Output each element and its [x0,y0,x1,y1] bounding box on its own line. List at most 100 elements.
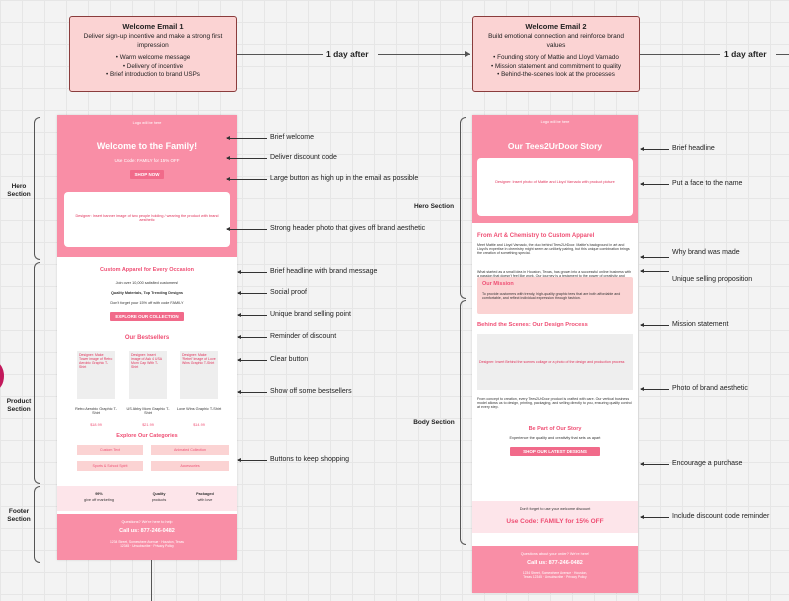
annotation-usp: Unique selling proposition [672,276,753,283]
annotation-clear-button: Clear button [270,356,309,363]
section-brace [460,300,466,545]
email-1-mockup: Logo will be here Welcome to the Family!… [57,115,237,560]
product-price: $14.99 [193,423,205,427]
annotation-leader [237,335,267,339]
footer-address: 1234 Street, Somewhere Avenue · Houston,… [110,540,184,548]
annotation-leader [237,458,267,462]
annotation-leader [640,515,669,519]
features-strip [57,486,237,511]
email-2-headline: Our Tees2UrDoor Story [507,141,603,151]
product-image[interactable]: Designer: Make 'Rebel' Image of Love Win… [180,351,218,399]
annotation-leader [640,147,669,151]
discount-reminder: Don't forget to use your welcome discoun… [519,507,591,511]
annotation-discount-reminder: Reminder of discount [270,333,337,340]
annotation-brand-photo: Photo of brand aesthetic [672,385,748,392]
feature-big: Quality [152,492,166,496]
product-image[interactable]: Designer: Make Tower image of Retro Aero… [77,351,115,399]
annotation-mission: Mission statement [672,321,729,328]
cta-text: Experience the quality and creativity th… [509,436,601,440]
social-proof-text: Join over 10,000 satisfied customers! [115,281,179,285]
annotation-brief-headline: Brief headline [672,145,715,152]
flow-connector [237,54,323,55]
logo-placeholder: Logo will be here [540,120,570,124]
footer-help-text: Questions? We're here to help [121,520,173,524]
flow-card-bullet: Behind-the-scenes look at the processes [481,71,631,80]
footer-phone[interactable]: Call us: 877-246-0482 [119,528,175,534]
discount-reminder: Don't forget your 15% off with code FAMI… [110,301,184,305]
bts-title: Behind the Scenes: Our Design Process [477,322,588,328]
feature-small: products [151,498,167,502]
flow-card-email-2: Welcome Email 2 Build emotional connecti… [472,16,640,92]
flow-connector [640,54,720,55]
annotation-encourage-purchase: Encourage a purchase [672,460,743,467]
section-brace [34,262,40,484]
sub-headline: Custom Apparel for Every Occasion [100,267,194,273]
feature-small: give off marketing [84,498,114,502]
product-name: Retro Aerobic Graphic T-Shirt [75,407,117,415]
bestsellers-title: Our Bestsellers [124,335,170,341]
category-button[interactable]: Sports & School Spirit [77,461,143,471]
annotation-leader [640,255,669,259]
annotation-leader [640,462,669,466]
flow-card-bullet: Mission statement and commitment to qual… [481,63,631,72]
shop-latest-button[interactable]: SHOP OUR LATEST DESIGNS [510,447,600,456]
flow-card-bullet: Warm welcome message [78,54,228,63]
section-brace [460,117,466,299]
annotation-leader [226,227,267,231]
category-button[interactable]: Custom Text [77,445,143,455]
product-image[interactable]: Designer: Insert image of Ask 4 USA Mom … [129,351,167,399]
category-button[interactable]: Accessories [151,461,229,471]
section-label-product: Product Section [6,398,32,413]
email-1-hero: Logo will be here Welcome to the Family!… [57,115,237,257]
annotation-header-photo: Strong header photo that gives off brand… [270,225,426,232]
flow-card-goal: Build emotional connection and reinforce… [488,33,624,49]
categories-title: Explore Our Categories [116,433,178,439]
product-price: $18.99 [90,423,102,427]
annotation-leader [640,269,669,273]
annotation-large-button: Large button as high up in the email as … [270,175,419,182]
shop-now-button[interactable]: SHOP NOW [130,170,164,179]
annotation-leader [237,270,267,274]
annotation-leader [226,177,267,181]
section-label-body: Body Section [413,419,455,426]
discount-code-line: Use Code: FAMILY for 15% OFF [114,158,180,163]
product-price: $21.99 [142,423,154,427]
discount-code-line: Use Code: FAMILY for 15% OFF [506,518,604,525]
footer-address: 1234 Street, Somewhere Avenue · Houston,… [522,571,588,579]
annotation-leader [640,323,669,327]
flow-connector [776,54,789,55]
annotation-keep-shopping: Buttons to keep shopping [270,456,350,463]
email-1-headline: Welcome to the Family! [96,141,198,151]
annotation-bestsellers: Show off some bestsellers [270,388,352,395]
annotation-brief-welcome: Brief welcome [270,134,314,141]
section-brace [34,486,40,563]
annotation-discount-code: Deliver discount code [270,154,337,161]
flow-card-email-1: Welcome Email 1 Deliver sign-up incentiv… [69,16,237,92]
bts-text: From concept to creation, every Tees2UrD… [477,397,632,409]
email-2-mockup: Logo will be here Our Tees2UrDoor Story … [472,115,638,593]
section-label-footer: Footer Section [7,508,31,523]
explore-collection-button[interactable]: EXPLORE OUR COLLECTION [110,312,184,321]
category-button[interactable]: Animated Collection [151,445,229,455]
annotation-brief-headline: Brief headline with brand message [270,268,378,275]
annotation-leader [640,387,669,391]
annotation-why-brand: Why brand was made [672,249,740,256]
annotation-leader [237,291,267,295]
section-label-hero: Hero Section [413,203,455,210]
annotation-leader [226,156,267,160]
delay-label: 1 day after [326,49,369,59]
connector-node [0,362,4,390]
annotation-usp: Unique brand selling point [270,311,351,318]
section-brace [34,117,40,260]
flow-card-goal: Deliver sign-up incentive and make a str… [83,33,223,49]
flow-card-bullet: Founding story of Mattie and Lloyd Varna… [481,54,631,63]
cta-title: Be Part of Our Story [528,426,582,432]
usp-text: Quality Materials, Top Trending Designs [110,291,184,295]
section-label-hero: Hero Section [7,183,31,198]
footer-phone[interactable]: Call us: 877-246-0482 [527,560,583,566]
annotation-leader [237,390,267,394]
feature-small: with love [197,498,213,502]
discount-reminder-strip [472,501,638,533]
footer-help-text: Questions about your order? We're here! [520,552,590,556]
feature-big: Packaged [196,492,214,496]
